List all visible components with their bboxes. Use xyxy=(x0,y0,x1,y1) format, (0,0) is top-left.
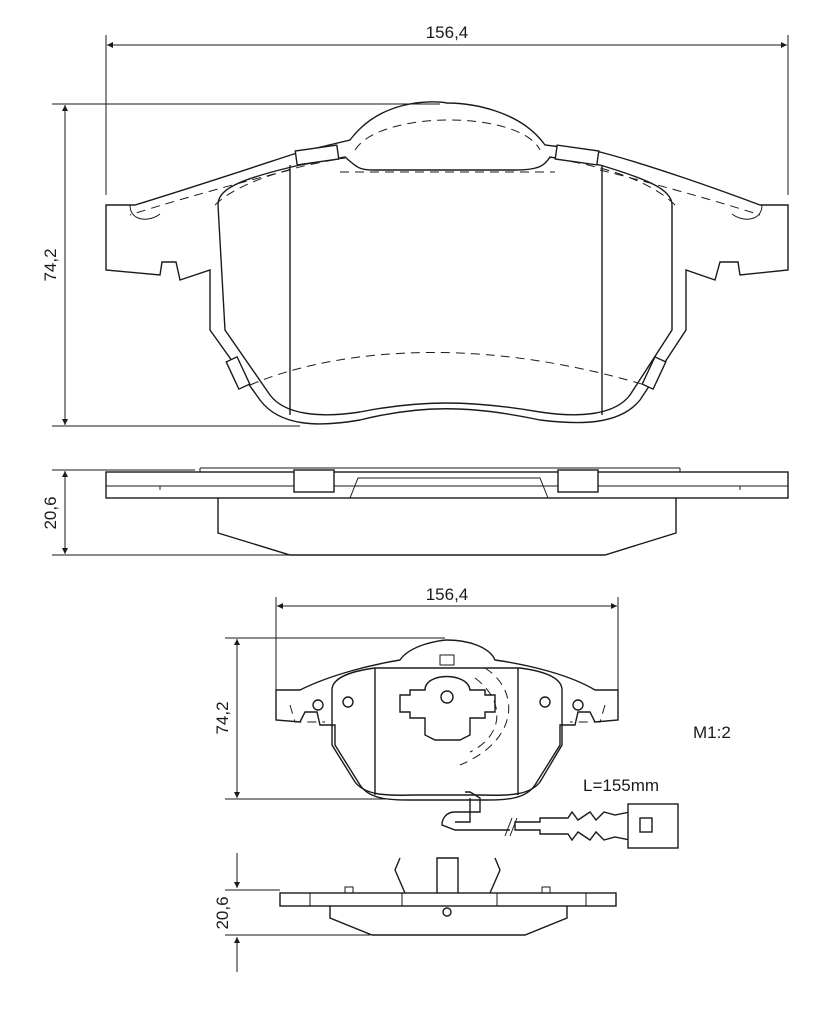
bottom-thickness-label: 20,6 xyxy=(213,896,232,929)
top-view-pad: 156,4 74,2 xyxy=(41,23,789,427)
bottom-height-label: 74,2 xyxy=(213,701,232,734)
backing-plate-outline xyxy=(105,101,789,425)
bottom-side-view: 20,6 xyxy=(213,853,617,972)
top-side-view: 20,6 xyxy=(41,467,789,556)
friction-material-outline xyxy=(217,156,673,416)
bottom-view-pad: 156,4 74,2 xyxy=(213,585,679,849)
scale-label: M1:2 xyxy=(693,723,731,742)
sensor-length-label: L=155mm xyxy=(583,776,659,795)
top-thickness-label: 20,6 xyxy=(41,496,60,529)
bottom-width-label: 156,4 xyxy=(426,585,469,604)
top-width-label: 156,4 xyxy=(426,23,469,42)
top-height-label: 74,2 xyxy=(41,248,60,281)
